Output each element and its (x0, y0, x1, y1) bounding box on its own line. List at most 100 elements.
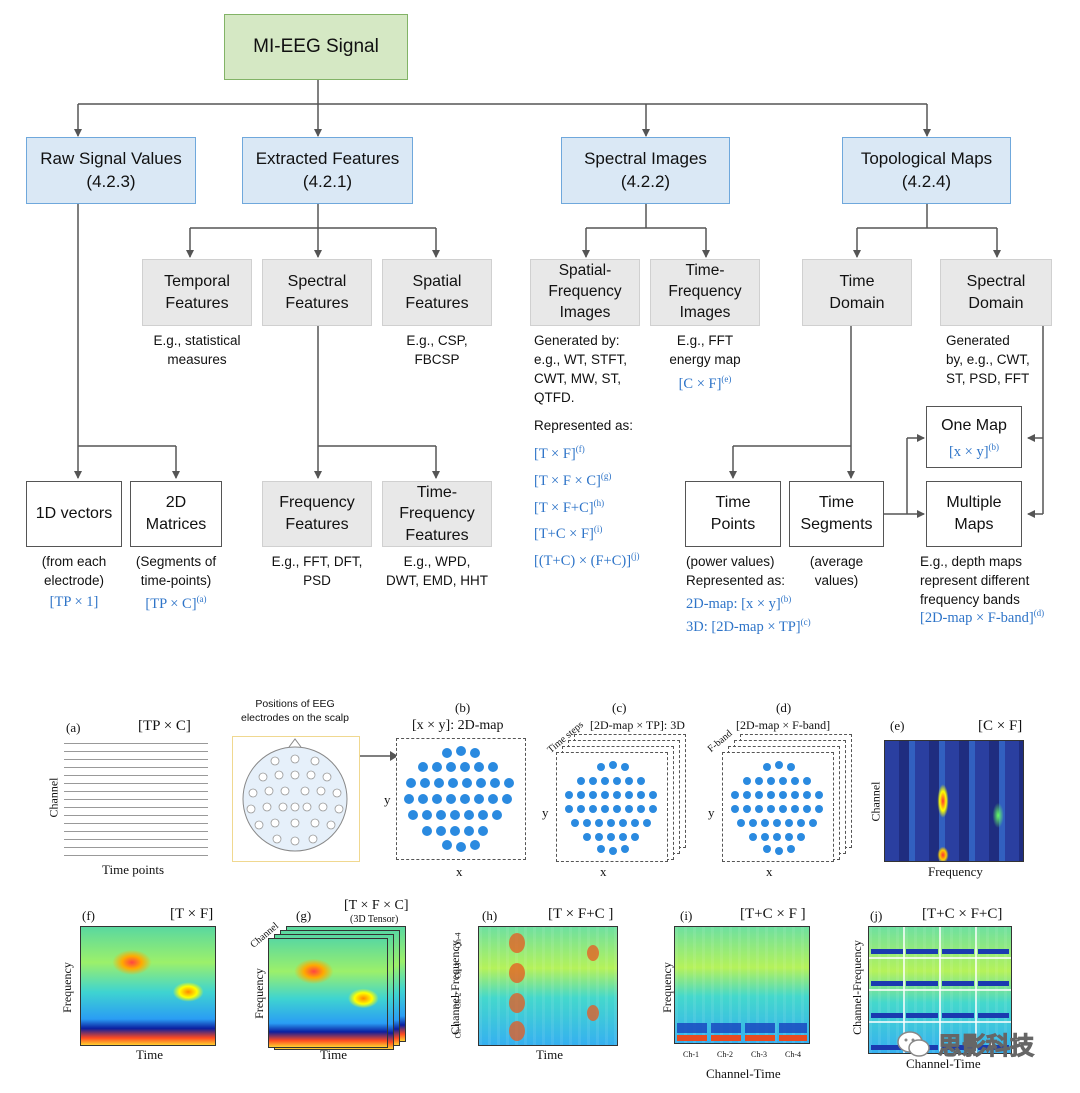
node-time-domain: Time Domain (802, 259, 912, 326)
node-one-map: One Map (926, 406, 1022, 468)
fig-j-ylabel: Channel-Frequency (849, 940, 864, 1035)
fig-h-ch-label: Ch-4 (453, 932, 463, 949)
category-raw-signal-values: Raw Signal Values (4.2.3) (26, 137, 196, 204)
fig-j-grid (868, 926, 1012, 1054)
note-frequency-features: E.g., FFT, DFT, PSD (271, 554, 363, 588)
fig-e-title: [C × F] (978, 718, 1023, 734)
note-time-segments: (average values) (809, 554, 864, 588)
fig-a-ylabel: Channel (46, 777, 61, 818)
tp-form-3d: 3D: [2D-map × TP](c) (686, 617, 811, 635)
fig-b-map (396, 738, 526, 860)
node-2d-matrices: 2D Matrices (130, 481, 222, 547)
sf-representations: [T × F](f) [T × F × C](g) [T × F+C](h) [… (534, 438, 674, 572)
fig-i-xlabel: Channel-Time (706, 1066, 781, 1081)
fig-g-xlabel: Time (320, 1047, 347, 1062)
category-spectral-images: Spectral Images (4.2.2) (561, 137, 730, 204)
vec1d-form: [TP × 1] (49, 594, 99, 610)
note-tf-images: E.g., FFT energy map (669, 333, 741, 367)
tf-form: [C × F](e) (678, 374, 732, 392)
fig-d-electrode-dots (731, 761, 823, 855)
mat2d-form: [TP × C](a) (145, 594, 207, 612)
fig-f-letter: (f) (82, 908, 95, 923)
fig-a-xlabel: Time points (102, 862, 165, 877)
sf-form-g: [T × F × C](g) (534, 470, 612, 489)
scalp-diagram (242, 738, 348, 852)
note-spectral-domain: Generated by, e.g., CWT, ST, PSD, FFT (946, 333, 1030, 386)
one-map-form: [x × y](b) (948, 442, 1000, 460)
watermark: 思影科技 (896, 1026, 1035, 1061)
fig-h-ch-label: Ch-2 (453, 992, 463, 1009)
fig-i-ylabel: Frequency (659, 962, 674, 1013)
node-spatial-features: Spatial Features (382, 259, 492, 326)
note-spatial: E.g., CSP, FBCSP (406, 333, 468, 367)
node-time-frequency-images: Time- Frequency Images (650, 259, 760, 326)
fig-i-letter: (i) (680, 908, 693, 923)
electrodes-caption: Positions of EEG electrodes on the scalp (241, 698, 349, 725)
node-temporal-features: Temporal Features (142, 259, 252, 326)
watermark-text: 思影科技 (938, 1032, 1035, 1061)
fig-f-ylabel: Frequency (59, 962, 74, 1013)
node-spectral-features: Spectral Features (262, 259, 372, 326)
note-2d-matrices: (Segments of time-points) (135, 554, 217, 588)
fig-h-xlabel: Time (536, 1047, 563, 1062)
fig-a-letter: (a) (66, 720, 81, 735)
fig-j-title: [T+C × F+C] (922, 906, 1003, 922)
fig-e-heatmap (884, 740, 1024, 862)
note-tf-features: E.g., WPD, DWT, EMD, HHT (386, 554, 488, 588)
category-topological-maps: Topological Maps (4.2.4) (842, 137, 1011, 204)
fig-b-title: [x × y]: 2D-map (412, 718, 504, 733)
fig-b-letter: (b) (455, 700, 471, 715)
fig-h-ch-label: Ch-3 (453, 962, 463, 979)
fig-i-channel-blocks (677, 1023, 807, 1041)
note-multiple-maps: E.g., depth maps represent different fre… (920, 554, 1030, 607)
fig-i-spectrogram (674, 926, 810, 1044)
fig-c-electrode-dots (565, 761, 657, 855)
fig-d-title: [2D-map × F-band] (736, 718, 831, 732)
fig-g-ylabel: Frequency (251, 968, 266, 1019)
note-1d-vectors: (from each electrode) (41, 554, 107, 588)
fig-a-eeg-traces (64, 738, 208, 858)
fig-d-ylabel: y (708, 805, 715, 820)
fig-g-letter: (g) (296, 908, 312, 923)
fig-c-xlabel: x (600, 864, 607, 879)
fig-i-ch-label: Ch-3 (751, 1050, 767, 1059)
fig-b-electrode-dots (404, 746, 514, 852)
category-extracted-features: Extracted Features (4.2.1) (242, 137, 413, 204)
arrow-to-2d-map (360, 751, 398, 761)
fig-f-xlabel: Time (136, 1047, 163, 1062)
fig-h-channel-highlights (509, 933, 599, 1041)
fig-e-xlabel: Frequency (928, 864, 983, 879)
fig-d-map (722, 752, 834, 862)
root-node: MI-EEG Signal (224, 14, 408, 80)
fig-b-ylabel: y (384, 792, 391, 807)
node-time-segments: Time Segments (789, 481, 884, 547)
sf-form-h: [T × F+C](h) (534, 497, 605, 516)
sf-form-f: [T × F](f) (534, 444, 585, 462)
fig-b-xlabel: x (456, 864, 463, 879)
fig-i-channel-labels: Ch-1 Ch-2 Ch-3 Ch-4 (674, 1050, 810, 1064)
node-1d-vectors: 1D vectors (26, 481, 122, 547)
fig-j-letter: (j) (870, 908, 883, 923)
fig-d-letter: (d) (776, 700, 792, 715)
fig-d-xlabel: x (766, 864, 773, 879)
fig-i-ch-label: Ch-2 (717, 1050, 733, 1059)
node-spectral-domain: Spectral Domain (940, 259, 1052, 326)
fig-a-title: [TP × C] (138, 718, 191, 734)
node-frequency-features: Frequency Features (262, 481, 372, 547)
fig-e-ylabel: Channel (868, 781, 883, 822)
fig-c-ylabel: y (542, 805, 549, 820)
fig-f-title: [T × F] (170, 906, 214, 922)
fig-c-title: [2D-map × TP]: 3D (590, 718, 685, 732)
fig-j-grid-lines (869, 927, 1011, 1053)
fig-i-title: [T+C × F ] (740, 906, 806, 922)
note-sf-represented: Represented as: (534, 418, 634, 433)
node-time-frequency-features: Time- Frequency Features (382, 481, 492, 547)
fig-h-title: [T × F+C ] (548, 906, 614, 922)
fig-f-spectrogram (80, 926, 216, 1046)
sf-form-i: [T+C × F](i) (534, 524, 603, 543)
connector-lines (74, 80, 1044, 518)
fig-electrode-scalp-panel (232, 736, 360, 862)
fig-g-subtitle: (3D Tensor) (350, 914, 399, 925)
mm-form: [2D-map × F-band](d) (920, 608, 1045, 626)
note-time-points: (power values) Represented as: (686, 554, 786, 588)
